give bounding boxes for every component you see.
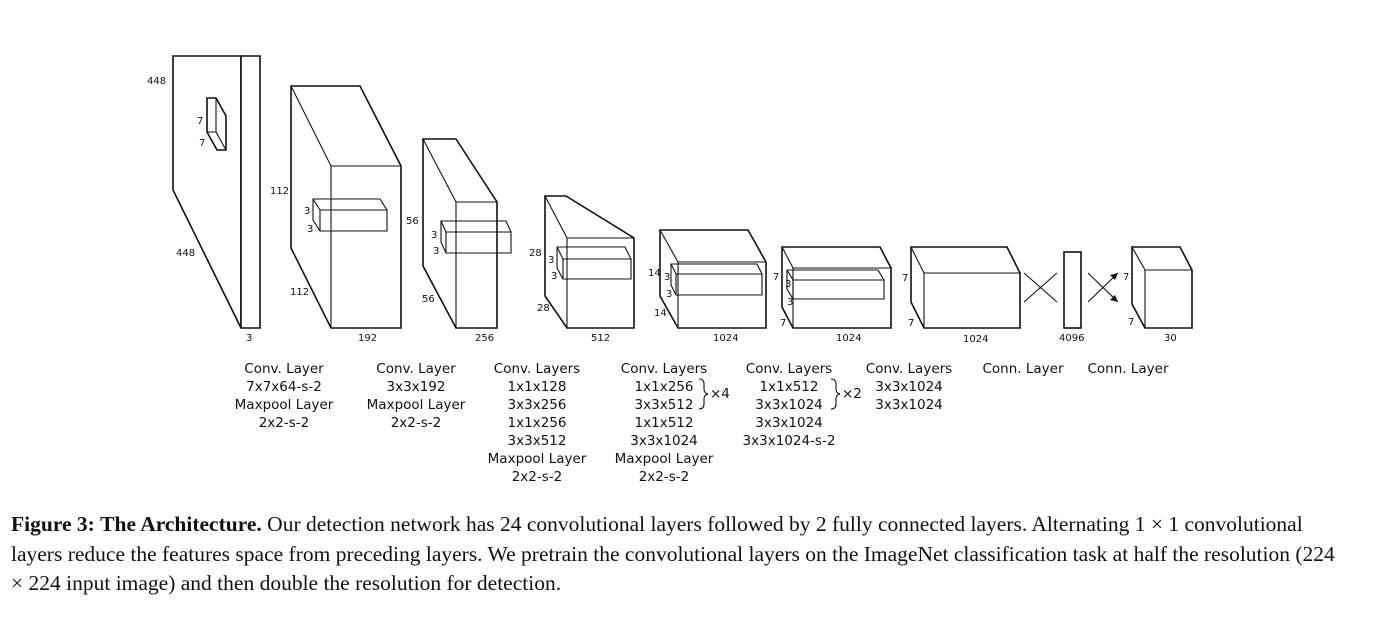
layer6-line-1: Conv. Layers [866, 361, 952, 377]
block6-depth-label: 1024 [963, 334, 988, 345]
conv-block-6: 7 7 1024 [902, 246, 1021, 345]
layer6-line-2: 3x3x1024 [875, 379, 943, 395]
block6-width-label: 7 [908, 318, 914, 329]
conv-block-5: 7 7 1024 3 3 [773, 246, 892, 344]
block3-width-label: 28 [537, 303, 550, 314]
block3-depth-label: 512 [591, 333, 610, 344]
layer-label-3: Conv. Layers 1x1x128 3x3x256 1x1x256 3x3… [488, 361, 587, 485]
layer1-line-4: 2x2-s-2 [259, 415, 310, 431]
layer1-line-2: 7x7x64-s-2 [246, 379, 322, 395]
architecture-diagram: 448 448 3 7 7 112 112 192 3 3 56 56 256 … [147, 55, 1193, 485]
conv-block-1: 112 112 192 3 3 [270, 85, 402, 344]
conv-block-3: 28 28 512 3 3 [529, 195, 635, 344]
layer1-line-1: Conv. Layer [244, 361, 324, 377]
layer3-line-4: 1x1x256 [508, 415, 567, 431]
layer-label-8: Conn. Layer [1087, 361, 1168, 377]
output-width-label: 7 [1128, 317, 1134, 328]
layer2-line-2: 3x3x192 [387, 379, 446, 395]
layer8-line-1: Conn. Layer [1087, 361, 1168, 377]
block5-kernel-w-label: 3 [787, 297, 793, 308]
layer5-line-1: Conv. Layers [746, 361, 832, 377]
layer3-line-5: 3x3x512 [508, 433, 567, 449]
fc-connection-2 [1087, 272, 1119, 303]
layer3-line-1: Conv. Layers [494, 361, 580, 377]
layer4-repeat-brace [698, 378, 709, 410]
fc-layer-4096: 4096 [1059, 251, 1084, 344]
layer5-line-3: 3x3x1024 [755, 397, 823, 413]
caption-body: Our detection network has 24 convolution… [11, 512, 1335, 595]
block6-height-label: 7 [902, 273, 908, 284]
layer5-line-2: 1x1x512 [760, 379, 819, 395]
input-height-label: 448 [147, 76, 166, 87]
layer5-line-4: 3x3x1024 [755, 415, 823, 431]
block5-kernel-h-label: 3 [785, 279, 791, 290]
layer-label-5: Conv. Layers 1x1x512 3x3x1024 3x3x1024 3… [743, 361, 862, 449]
block2-height-label: 56 [406, 216, 419, 227]
layer2-line-4: 2x2-s-2 [391, 415, 442, 431]
block1-width-label: 112 [290, 287, 309, 298]
block1-depth-label: 192 [358, 333, 377, 344]
output-height-label: 7 [1123, 272, 1129, 283]
block4-depth-label: 1024 [713, 333, 738, 344]
conv-block-4: 14 14 1024 3 3 [648, 229, 767, 344]
layer4-line-5: 3x3x1024 [630, 433, 698, 449]
block4-kernel-h-label: 3 [664, 272, 670, 283]
layer4-repeat-label: ×4 [710, 386, 730, 402]
layer-label-2: Conv. Layer 3x3x192 Maxpool Layer 2x2-s-… [367, 361, 466, 431]
layer3-line-2: 1x1x128 [508, 379, 567, 395]
layer6-line-3: 3x3x1024 [875, 397, 943, 413]
fc1-size-label: 4096 [1059, 333, 1084, 344]
layer-label-1: Conv. Layer 7x7x64-s-2 Maxpool Layer 2x2… [235, 361, 334, 431]
block1-height-label: 112 [270, 186, 289, 197]
block3-height-label: 28 [529, 248, 542, 259]
output-depth-label: 30 [1164, 333, 1177, 344]
block4-height-label: 14 [648, 268, 661, 279]
input-depth-label: 3 [246, 333, 252, 344]
block2-kernel-w-label: 3 [433, 246, 439, 257]
layer3-line-3: 3x3x256 [508, 397, 567, 413]
output-tensor: 7 7 30 [1123, 246, 1193, 344]
conv-block-2: 56 56 256 3 3 [406, 138, 512, 344]
figure-caption: Figure 3: The Architecture. Our detectio… [11, 510, 1341, 599]
layer4-line-4: 1x1x512 [635, 415, 694, 431]
block4-width-label: 14 [654, 308, 667, 319]
layer3-line-6: Maxpool Layer [488, 451, 587, 467]
block2-kernel-h-label: 3 [431, 230, 437, 241]
block3-kernel-w-label: 3 [551, 271, 557, 282]
layer5-repeat-label: ×2 [842, 386, 862, 402]
block3-kernel-h-label: 3 [548, 255, 554, 266]
input-volume: 448 448 3 7 7 [147, 55, 261, 344]
layer-label-4: Conv. Layers 1x1x256 3x3x512 1x1x512 3x3… [615, 361, 730, 485]
layer2-line-3: Maxpool Layer [367, 397, 466, 413]
layer4-line-3: 3x3x512 [635, 397, 694, 413]
input-kernel-h-label: 7 [197, 116, 203, 127]
fc-connection-1 [1023, 272, 1058, 303]
layer3-line-7: 2x2-s-2 [512, 469, 563, 485]
layer1-line-3: Maxpool Layer [235, 397, 334, 413]
block4-kernel-w-label: 3 [666, 289, 672, 300]
block5-height-label: 7 [773, 272, 779, 283]
layer4-line-6: Maxpool Layer [615, 451, 714, 467]
layer4-line-7: 2x2-s-2 [639, 469, 690, 485]
block2-width-label: 56 [422, 294, 435, 305]
layer4-line-2: 1x1x256 [635, 379, 694, 395]
layer-label-6: Conv. Layers 3x3x1024 3x3x1024 [866, 361, 952, 413]
layer4-line-1: Conv. Layers [621, 361, 707, 377]
input-kernel-w-label: 7 [199, 138, 205, 149]
block5-width-label: 7 [780, 318, 786, 329]
layer2-line-1: Conv. Layer [376, 361, 456, 377]
figure-title: The Architecture. [100, 512, 262, 536]
layer7-line-1: Conn. Layer [982, 361, 1063, 377]
layer-label-7: Conn. Layer [982, 361, 1063, 377]
block5-depth-label: 1024 [836, 333, 861, 344]
layer5-repeat-brace [830, 378, 841, 410]
input-width-label: 448 [176, 248, 195, 259]
block2-depth-label: 256 [475, 333, 494, 344]
figure-label: Figure 3: [11, 512, 95, 536]
block1-kernel-w-label: 3 [307, 224, 313, 235]
block1-kernel-h-label: 3 [304, 206, 310, 217]
layer5-line-5: 3x3x1024-s-2 [743, 433, 836, 449]
